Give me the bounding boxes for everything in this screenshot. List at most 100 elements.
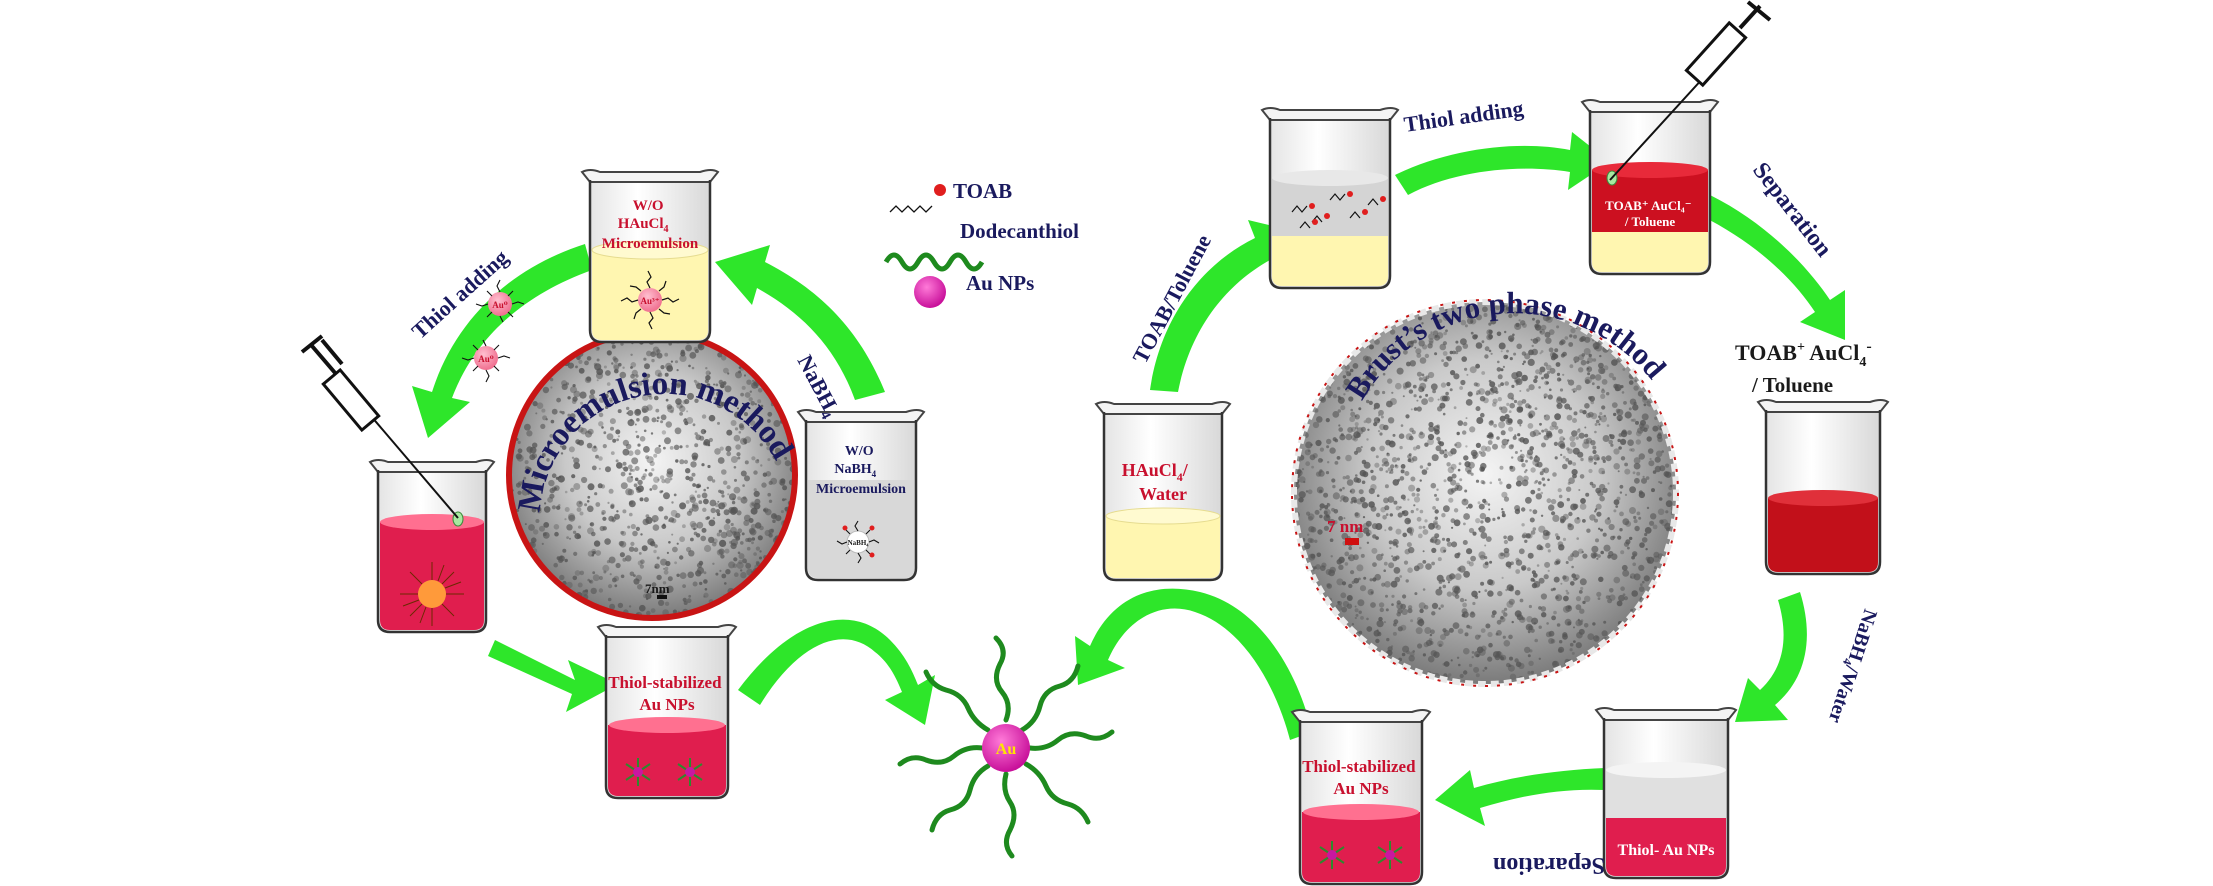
tem-particle [1533, 378, 1538, 384]
tem-particle [598, 421, 604, 427]
tem-particle [1457, 552, 1461, 556]
tem-particle [1521, 617, 1525, 621]
tem-particle [1457, 628, 1464, 634]
tem-particle [1443, 453, 1448, 459]
tem-particle [591, 531, 596, 537]
tem-particle [620, 482, 628, 490]
tem-particle [1667, 492, 1672, 497]
tem-particle [1445, 329, 1448, 333]
tem-particle [1350, 488, 1356, 494]
tem-particle [1658, 481, 1661, 483]
tem-particle [1407, 608, 1413, 614]
svg-text:Au³⁺: Au³⁺ [641, 296, 660, 306]
tem-particle [531, 507, 537, 513]
tem-particle [1307, 489, 1313, 495]
tem-particle [1546, 371, 1551, 375]
tem-particle [1456, 431, 1460, 436]
tem-particle [676, 402, 683, 409]
tem-particle [1348, 546, 1352, 551]
tem-particle [1552, 352, 1557, 357]
tem-particle [619, 552, 626, 558]
tem-particle [1578, 548, 1584, 554]
tem-particle [1546, 622, 1549, 625]
tem-particle [1590, 374, 1596, 380]
tem-particle [1392, 541, 1398, 547]
tem-particle [1586, 360, 1590, 364]
tem-particle [598, 576, 603, 580]
tem-particle [684, 418, 687, 421]
beaker-wo-haucl4-label: W/O HAuCl4 Microemulsion [602, 198, 699, 252]
tem-particle [705, 375, 711, 381]
tem-particle [1359, 496, 1366, 503]
tem-particle [770, 477, 778, 485]
tem-particle [1602, 532, 1607, 537]
tem-particle [782, 498, 785, 502]
tem-particle [716, 549, 724, 556]
tem-particle [1654, 416, 1658, 420]
tem-particle [1453, 508, 1459, 513]
tem-particle [738, 553, 745, 560]
tem-particle [1359, 546, 1362, 550]
tem-particle [1479, 395, 1486, 402]
tem-particle [587, 483, 595, 491]
tem-particle [1613, 576, 1621, 584]
tem-particle [1665, 463, 1670, 468]
tem-particle [1538, 386, 1541, 389]
tem-particle [642, 394, 649, 401]
tem-particle [694, 349, 699, 354]
tem-particle [1387, 496, 1395, 503]
tem-particle [1633, 573, 1641, 581]
tem-particle [1382, 515, 1387, 520]
tem-particle [1588, 396, 1592, 400]
tem-particle [1528, 384, 1535, 391]
svg-text:Dodecanthiol: Dodecanthiol [960, 219, 1079, 243]
tem-particle [1421, 373, 1425, 377]
tem-particle [1616, 414, 1623, 422]
tem-particle [1459, 478, 1463, 482]
tem-particle [1573, 577, 1577, 581]
tem-particle [1395, 555, 1400, 560]
svg-text:NaBH₄: NaBH₄ [848, 539, 870, 547]
tem-particle [1465, 399, 1473, 406]
tem-particle [712, 562, 715, 565]
tem-particle [620, 574, 625, 579]
tem-particle [1511, 384, 1515, 388]
tem-particle [685, 475, 690, 481]
tem-particle [625, 443, 632, 450]
tem-particle [647, 392, 652, 398]
tem-particle [1665, 510, 1669, 514]
tem-particle [733, 531, 741, 539]
tem-particle [1394, 464, 1398, 467]
tem-particle [703, 488, 706, 492]
tem-particle [1435, 588, 1443, 596]
tem-particle [571, 474, 576, 479]
tem-particle [1356, 564, 1364, 572]
tem-particle [1354, 605, 1357, 608]
tem-particle [689, 352, 697, 359]
tem-particle [1308, 516, 1313, 522]
tem-particle [1569, 642, 1574, 647]
tem-particle [1428, 340, 1434, 346]
tem-particle [1379, 423, 1386, 431]
tem-particle [1578, 590, 1583, 594]
tem-particle [532, 442, 538, 448]
tem-particle [1463, 455, 1469, 461]
tem-particle [568, 446, 575, 453]
tem-particle [1638, 564, 1645, 572]
tem-particle [1462, 430, 1467, 435]
tem-particle [1427, 655, 1435, 663]
tem-particle [692, 581, 698, 587]
tem-particle [1383, 561, 1388, 566]
tem-particle [685, 468, 691, 474]
tem-particle [1541, 442, 1546, 448]
tem-particle [1467, 315, 1470, 319]
tem-particle [1326, 514, 1330, 518]
tem-particle [637, 485, 644, 493]
tem-particle [1351, 623, 1355, 626]
tem-particle [589, 389, 596, 395]
tem-particle [1479, 512, 1487, 520]
tem-particle [596, 372, 603, 380]
tem-particle [1383, 569, 1386, 572]
tem-particle [1476, 417, 1484, 424]
tem-particle [1416, 353, 1422, 358]
